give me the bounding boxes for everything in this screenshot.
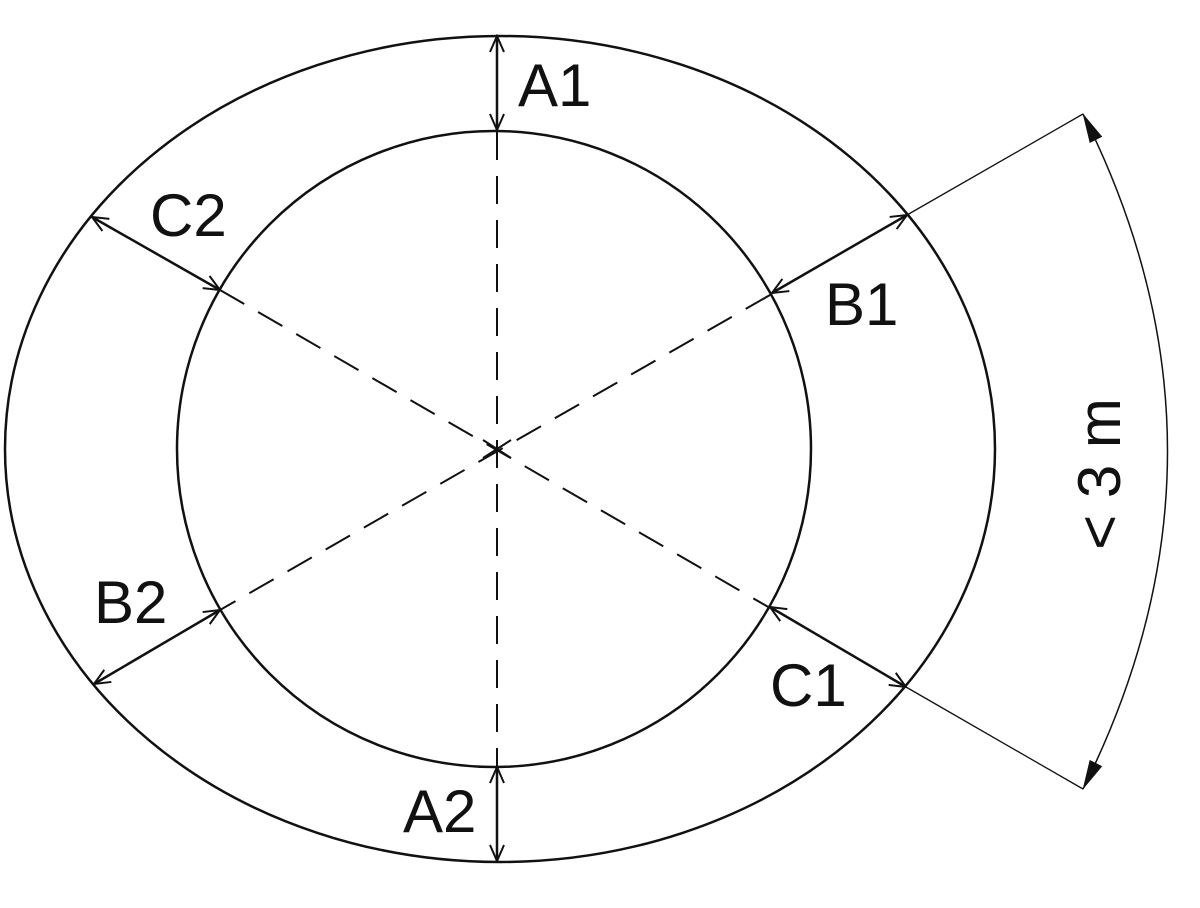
dimension-arrow-b2 [94,610,220,684]
diagonal-line-c [219,289,771,609]
diagonal-line-b [219,294,771,611]
dimension-arrow-b1 [772,215,907,293]
angle-dimension [905,113,1169,790]
label-b2: B2 [94,569,167,636]
label-b1: B1 [825,271,898,338]
label-c2: C2 [150,182,227,249]
dimension-arrows [92,36,907,861]
extension-line-top [906,113,1084,216]
extension-line-bottom [905,686,1084,790]
label-angle-dimension: < 3 m [1066,398,1133,550]
label-c1: C1 [770,652,847,719]
dashed-center-lines [219,132,771,766]
dimension-arrow-c2 [92,217,220,290]
angle-dimension-arc [1082,113,1169,790]
center-cross-mark [482,439,512,459]
label-a1: A1 [518,52,591,119]
label-a2: A2 [403,778,476,845]
dimension-arrow-c1 [770,607,906,687]
